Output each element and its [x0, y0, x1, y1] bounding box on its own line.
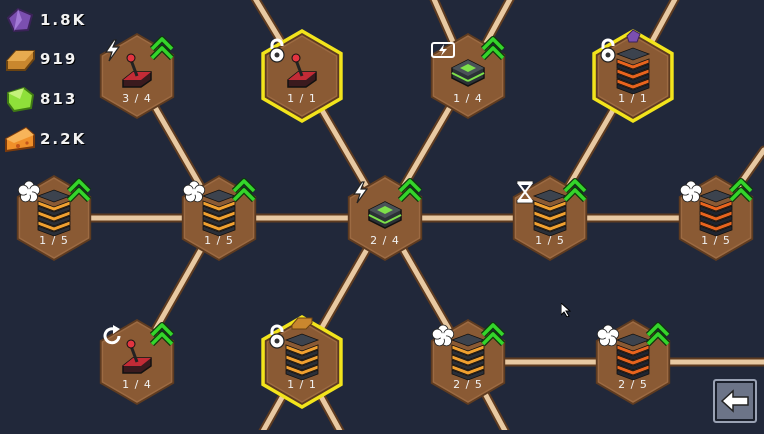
nodes: 3 / 4 1 / 1 1 / 4 1 / 1 1 / 5 1 / 5 2 / 4 1 / 5…: [16, 29, 754, 409]
resource-slime: 813: [4, 84, 77, 114]
node-progress-label: 1 / 5: [701, 234, 731, 247]
cheese-icon: [5, 126, 35, 153]
node-progress-label: 2 / 5: [453, 378, 483, 391]
upgrade-arrow-icon[interactable]: [149, 36, 175, 61]
hourglass-icon: [516, 180, 534, 204]
node-progress-label: 1 / 5: [39, 234, 69, 247]
skill-node-n11[interactable]: 1 / 1: [261, 315, 343, 409]
node-progress-label: 1 / 5: [204, 234, 234, 247]
upgrade-arrow-icon[interactable]: [480, 322, 506, 347]
flower-icon: [596, 324, 620, 347]
skill-node-n9[interactable]: 1 / 5: [678, 175, 754, 261]
node-progress-label: 2 / 4: [370, 234, 400, 247]
flower-icon: [17, 180, 41, 203]
gold-count: 919: [40, 50, 78, 68]
skill-node-n7[interactable]: 2 / 4: [347, 175, 423, 261]
crystal-cost-icon: [626, 29, 641, 43]
gold-cost-icon: [291, 317, 313, 330]
skill-node-n12[interactable]: 2 / 5: [430, 319, 506, 405]
upgrade-arrow-icon[interactable]: [645, 322, 671, 347]
resource-gold: 919: [4, 44, 77, 74]
gold-bar-icon: [6, 50, 35, 71]
node-progress-label: 1 / 1: [618, 92, 648, 105]
lock-icon: [269, 324, 285, 349]
node-progress-label: 1 / 4: [122, 378, 152, 391]
lock-icon: [269, 38, 285, 63]
skill-node-n1[interactable]: 3 / 4: [99, 33, 175, 119]
back-arrow-icon: [720, 389, 749, 413]
skill-node-n13[interactable]: 2 / 5: [595, 319, 671, 405]
node-progress-label: 1 / 1: [287, 378, 317, 391]
crystal-count: 1.8K: [40, 11, 87, 29]
cheese-count: 2.2K: [40, 130, 87, 148]
flower-icon: [431, 324, 455, 347]
node-progress-label: 1 / 5: [535, 234, 565, 247]
skill-node-n3[interactable]: 1 / 4: [430, 33, 506, 119]
upgrade-arrow-icon[interactable]: [562, 178, 588, 203]
mouse-cursor: [561, 303, 571, 317]
node-progress-label: 1 / 1: [287, 92, 317, 105]
skill-node-n10[interactable]: 1 / 4: [99, 319, 175, 405]
upgrade-arrow-icon[interactable]: [66, 178, 92, 203]
back-button[interactable]: [713, 379, 757, 423]
purple-crystal-icon: [6, 7, 34, 33]
upgrade-arrow-icon[interactable]: [397, 178, 423, 203]
slime-count: 813: [40, 90, 78, 108]
flower-icon: [679, 180, 703, 203]
resource-crystal: 1.8K: [4, 5, 86, 35]
skill-node-n8[interactable]: 1 / 5: [512, 175, 588, 261]
lightning-icon: [104, 39, 121, 62]
battery-charge-icon: [431, 42, 455, 58]
green-slime-icon: [7, 86, 35, 113]
lock-icon: [600, 38, 616, 63]
resource-cheese: 2.2K: [4, 124, 86, 154]
lightning-icon: [352, 181, 369, 204]
skill-node-n6[interactable]: 1 / 5: [181, 175, 257, 261]
flower-icon: [182, 180, 206, 203]
upgrade-arrow-icon[interactable]: [149, 322, 175, 347]
skill-node-n2[interactable]: 1 / 1: [261, 29, 343, 123]
upgrade-arrow-icon[interactable]: [728, 178, 754, 203]
node-progress-label: 1 / 4: [453, 92, 483, 105]
skill-node-n4[interactable]: 1 / 1: [592, 29, 674, 123]
node-progress-label: 3 / 4: [122, 92, 152, 105]
upgrade-arrow-icon[interactable]: [480, 36, 506, 61]
node-progress-label: 2 / 5: [618, 378, 648, 391]
refresh-icon: [103, 325, 121, 345]
upgrade-arrow-icon[interactable]: [231, 178, 257, 203]
skill-node-n5[interactable]: 1 / 5: [16, 175, 92, 261]
